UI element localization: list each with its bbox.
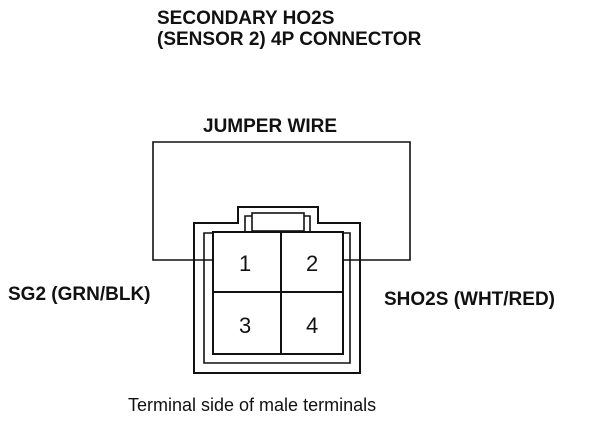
sho2s-wire-label: SHO2S (WHT/RED): [384, 289, 555, 310]
title-line-1: SECONDARY HO2S: [157, 8, 334, 29]
connector-lock-tab: [251, 212, 305, 232]
terminal-number-4: 4: [306, 313, 318, 338]
jumper-wire: [152, 141, 411, 261]
jumper-wire-label: JUMPER WIRE: [203, 116, 337, 137]
terminal-cavity-1: [212, 231, 282, 293]
sg2-wire-label: SG2 (GRN/BLK): [8, 284, 151, 305]
terminal-number-3: 3: [239, 313, 251, 338]
title-line-2: (SENSOR 2) 4P CONNECTOR: [157, 29, 422, 50]
terminal-cavity-2: [280, 231, 344, 293]
terminal-cavity-4: [280, 291, 344, 355]
terminal-cavity-3: [212, 291, 282, 355]
diagram-caption: Terminal side of male terminals: [128, 395, 376, 415]
terminal-number-2: 2: [306, 251, 318, 276]
terminal-number-1: 1: [239, 251, 251, 276]
